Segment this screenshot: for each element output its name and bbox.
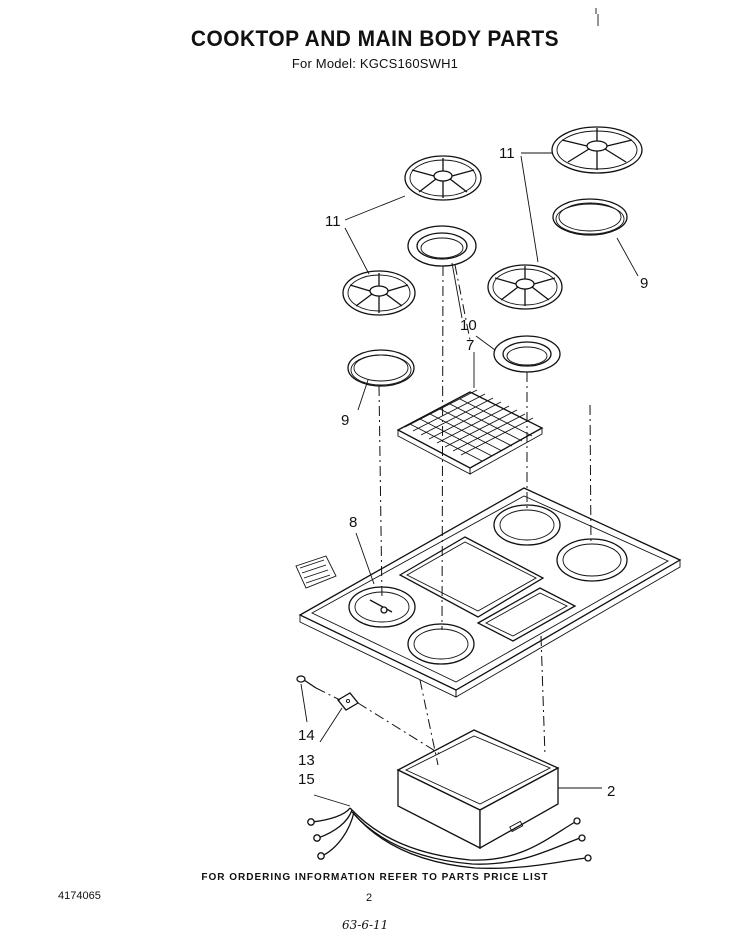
scan-mark [595, 8, 599, 26]
callout-grate-left: 11 [325, 213, 341, 230]
wire-harness [307, 807, 592, 869]
burner-grate-left [342, 270, 416, 316]
burner-grate-middle-right [487, 264, 563, 310]
callout-ring-right: 9 [640, 275, 648, 292]
burner-grate-top-center [404, 155, 482, 201]
cooktop-panel [298, 487, 682, 698]
bracket [337, 692, 359, 711]
burner-grate-top-right [551, 126, 643, 174]
callout-ring-left: 9 [341, 412, 349, 429]
warning-label [295, 555, 337, 589]
leader-lines [300, 152, 639, 807]
page-title: COOKTOP AND MAIN BODY PARTS [190, 26, 560, 51]
model-subtitle: For Model: KGCS160SWH1 [291, 56, 459, 71]
document-number: 4174065 [58, 890, 101, 902]
handwritten-note: 63-6-11 [342, 918, 389, 932]
callout-trim-ring: 10 [460, 317, 477, 334]
callout-vent-grille: 7 [466, 337, 474, 354]
callout-burner-box: 2 [607, 783, 615, 800]
ordering-note: FOR ORDERING INFORMATION REFER TO PARTS … [201, 872, 549, 883]
assembly-lines [315, 264, 592, 766]
burner-ring-top-right [552, 198, 628, 236]
burner-ring-left [347, 349, 415, 387]
page-number: 2 [366, 892, 373, 904]
callout-bracket: 13 [298, 752, 315, 769]
callout-cooktop: 8 [349, 514, 357, 531]
burner-box [396, 729, 560, 850]
callout-grate-right: 11 [499, 145, 515, 162]
screw [296, 675, 317, 689]
callout-harness: 15 [298, 771, 315, 788]
vent-grille [396, 389, 544, 475]
trim-ring-top-center [407, 225, 477, 267]
callout-screw: 14 [298, 727, 315, 744]
trim-ring-middle-right [493, 335, 561, 373]
